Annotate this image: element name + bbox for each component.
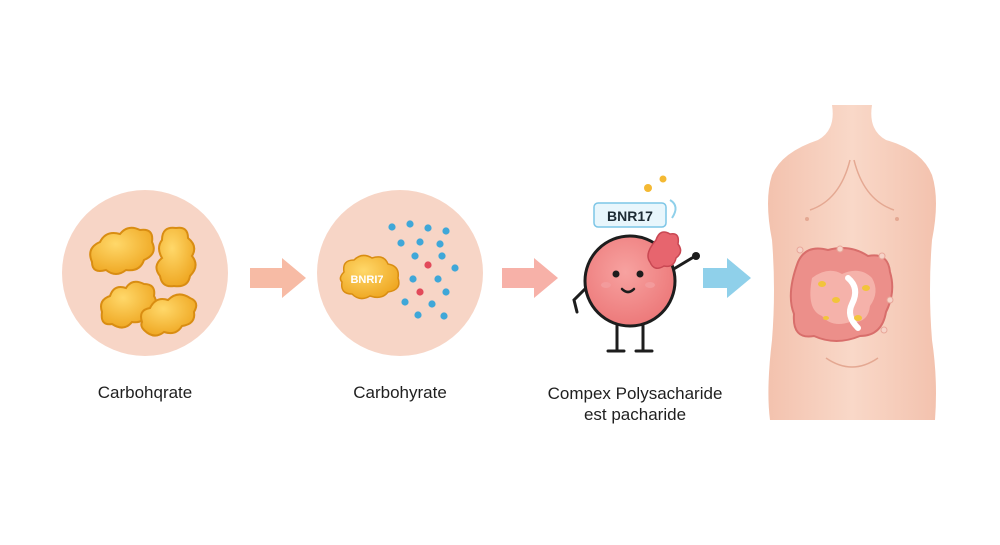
stage-3-caption-line-2: est pacharide (583, 405, 687, 424)
character-right-arm (670, 256, 694, 272)
character-legs (606, 320, 654, 353)
character-eye-left (612, 270, 620, 278)
carbohydrate-chunk-icon (89, 226, 155, 275)
bnr17-tag-label: BNR17 (607, 208, 653, 224)
stage-1-caption: Carbohqrate (97, 383, 193, 402)
stage-2-caption: Carbohyrate (353, 383, 447, 402)
arrow-2-icon (502, 258, 558, 298)
torso-illustration (768, 105, 936, 420)
carbohydrate-panel (62, 190, 228, 356)
enzyme-clump-icon (647, 231, 682, 269)
bnr17-tag (593, 202, 667, 228)
sparkle-swoosh-icon (669, 199, 677, 219)
sparkle-icon (644, 184, 652, 192)
enzyme-badge-label: BNRI7 (350, 274, 383, 286)
dots-icon (388, 220, 459, 320)
carbohydrate-chunk-icon (140, 293, 198, 337)
arrow-1-icon (250, 258, 306, 298)
carbohydrate-chunk-icon (155, 226, 197, 288)
character-eye-right (636, 270, 644, 278)
enzyme-panel: BNRI7 (317, 190, 483, 356)
intestine-icon (789, 245, 894, 342)
stage-3-caption-line-1: Compex Polysacharide (547, 384, 723, 403)
enzyme-blob-icon (339, 254, 400, 300)
stage-3-caption: Compex Polysacharide est pacharide (520, 383, 750, 425)
arrow-3-icon (703, 258, 751, 298)
sparkle-icon (659, 175, 667, 183)
bnr17-character: BNR17 (572, 175, 700, 353)
character-smile (620, 287, 636, 294)
